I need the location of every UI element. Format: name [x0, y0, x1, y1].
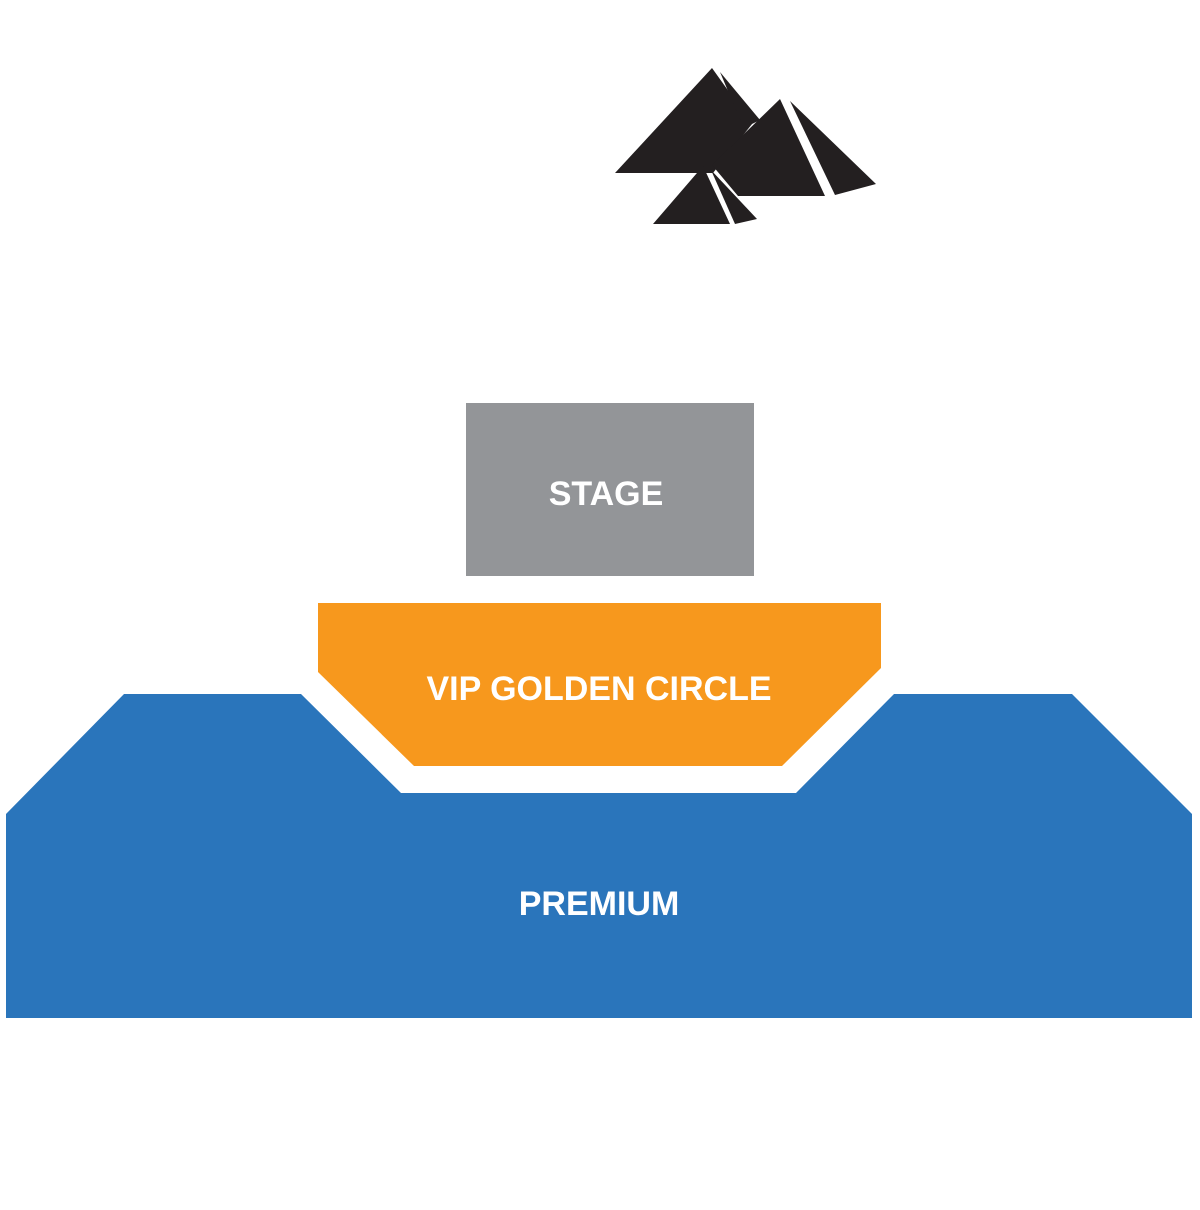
- pyramid-middle-right-face: [790, 101, 876, 195]
- premium-zone[interactable]: PREMIUM: [6, 694, 1192, 1018]
- vip-golden-circle-area: [318, 603, 881, 766]
- pyramids-icon: [615, 68, 876, 224]
- vip-golden-circle-zone[interactable]: VIP GOLDEN CIRCLE: [318, 603, 881, 766]
- pyramid-small-right-face: [711, 170, 757, 224]
- stage-area: [466, 403, 754, 576]
- pyramid-large-right-face: [720, 72, 760, 128]
- pyramid-small-left-face: [653, 166, 730, 224]
- premium-label: PREMIUM: [519, 885, 680, 923]
- stage-label: STAGE: [549, 475, 664, 513]
- premium-area: [6, 694, 1192, 1018]
- stage-zone[interactable]: STAGE: [466, 403, 754, 576]
- pyramid-middle-left-face: [712, 99, 825, 196]
- pyramid-large-left-face: [615, 68, 752, 173]
- vip-golden-circle-label: VIP GOLDEN CIRCLE: [426, 670, 771, 708]
